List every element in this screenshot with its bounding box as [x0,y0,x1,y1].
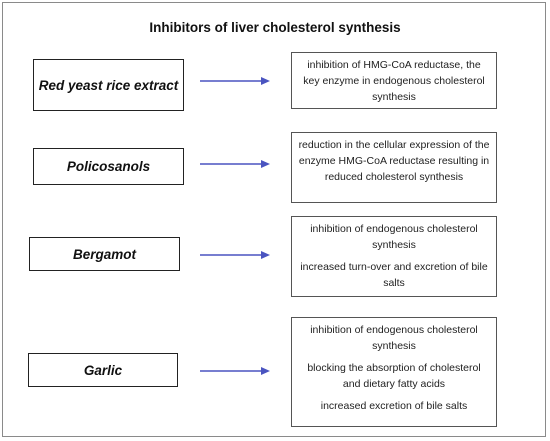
effect-text: increased turn-over and excretion of bil… [300,261,488,289]
effect-text: blocking the absorption of cholesterol a… [307,362,481,390]
effect-text: inhibition of endogenous cholesterol syn… [310,223,478,251]
effect-text: inhibition of endogenous cholesterol syn… [310,324,478,352]
effect-box-garlic: inhibition of endogenous cholesterol syn… [291,317,497,427]
effect-text: reduction in the cellular expression of … [298,139,490,183]
inhibitor-box-bergamot: Bergamot [29,237,180,271]
diagram-title: Inhibitors of liver cholesterol synthesi… [149,20,401,35]
inhibitor-box-policosanols: Policosanols [33,148,184,185]
inhibitor-label: Policosanols [66,159,151,174]
inhibitor-label: Red yeast rice extract [38,77,179,93]
effect-text: increased excretion of bile salts [320,400,468,412]
inhibitor-box-garlic: Garlic [28,353,178,387]
effect-box-red-yeast-rice: inhibition of HMG-CoA reductase, the key… [291,52,497,109]
effect-box-bergamot: inhibition of endogenous cholesterol syn… [291,216,497,297]
effect-box-policosanols: reduction in the cellular expression of … [291,132,497,203]
inhibitor-label: Garlic [83,362,123,378]
inhibitor-label: Bergamot [72,246,136,262]
inhibitor-box-red-yeast-rice: Red yeast rice extract [33,59,184,111]
effect-text: inhibition of HMG-CoA reductase, the key… [303,59,485,103]
